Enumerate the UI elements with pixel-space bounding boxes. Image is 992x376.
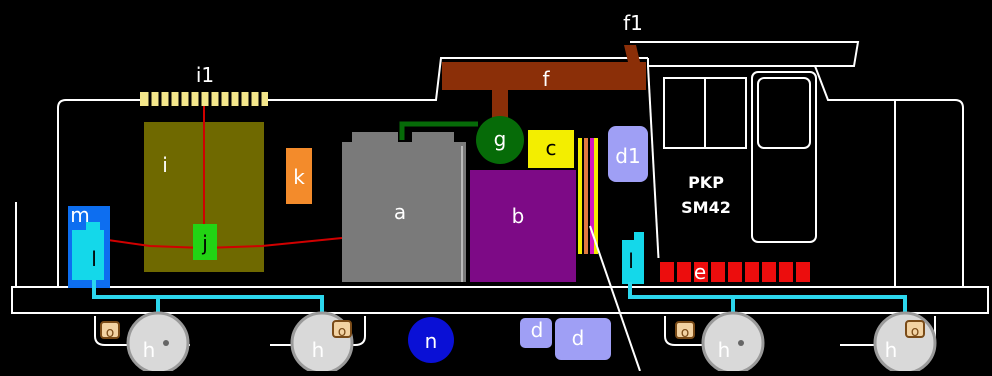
block-l-right [622,232,644,284]
label-l-right: l [628,249,634,273]
brake-shoes [100,320,925,339]
label-o-1: o [106,325,115,341]
label-f: f [542,67,550,91]
label-n: n [425,329,438,353]
label-o-4: o [911,324,920,340]
generator-b [470,170,576,282]
label-o-2: o [338,324,347,340]
cable-panel [578,138,641,372]
label-b: b [512,204,525,228]
label-g: g [494,127,507,151]
block-d-small [520,318,552,348]
exhaust-stack-f1 [624,45,640,62]
cab-front-wall [647,65,661,287]
cab-door [751,71,817,243]
cab-marking-line1: PKP [688,173,724,192]
rear-hood-outline [814,65,964,287]
label-l-left: l [91,247,97,271]
bogie-left-frame-b [270,316,366,346]
label-d-large: d [572,326,585,350]
cab-marking-line2: SM42 [681,198,731,217]
block-l-left [72,222,104,280]
block-k [286,148,312,204]
label-i: i [162,153,168,177]
label-f1: f1 [623,11,643,35]
underframe-outline [11,286,989,314]
block-d-large [555,318,611,360]
label-e: e [694,260,706,284]
label-h-4: h [885,338,898,362]
fan-g [476,116,524,164]
label-i1: i1 [196,63,214,87]
label-h-1: h [143,338,156,362]
label-c: c [546,136,557,160]
label-j: j [201,231,208,255]
label-h-2: h [312,338,325,362]
block-d1 [608,126,648,182]
cab-marking: PKP SM42 [681,173,731,217]
label-k: k [293,165,305,189]
panel-e [656,258,820,286]
hood-outline [57,57,648,287]
cab-windows [663,71,817,243]
diagram-labels: a b c d d d1 e f f1 g h h h h i i1 j k l… [70,11,919,362]
cab-door-window [757,77,811,149]
exhaust-duct [492,90,508,124]
circle-n [408,317,454,363]
cab-roof-outline [630,41,860,67]
cab-window-left [663,77,747,149]
label-m: m [70,203,89,227]
label-h-3: h [718,338,731,362]
cooling-pipe [399,121,478,140]
label-a: a [394,200,406,224]
label-d1: d1 [615,144,640,168]
radiator-grille-i1 [140,92,268,106]
label-d-small: d [531,318,544,342]
bogie-right-frame-a [664,316,760,346]
exhaust-f [442,62,646,90]
block-c [528,130,574,168]
engine-a [342,132,466,282]
label-o-3: o [681,325,690,341]
block-j [193,224,217,260]
bogie-left-frame-a [94,316,190,346]
